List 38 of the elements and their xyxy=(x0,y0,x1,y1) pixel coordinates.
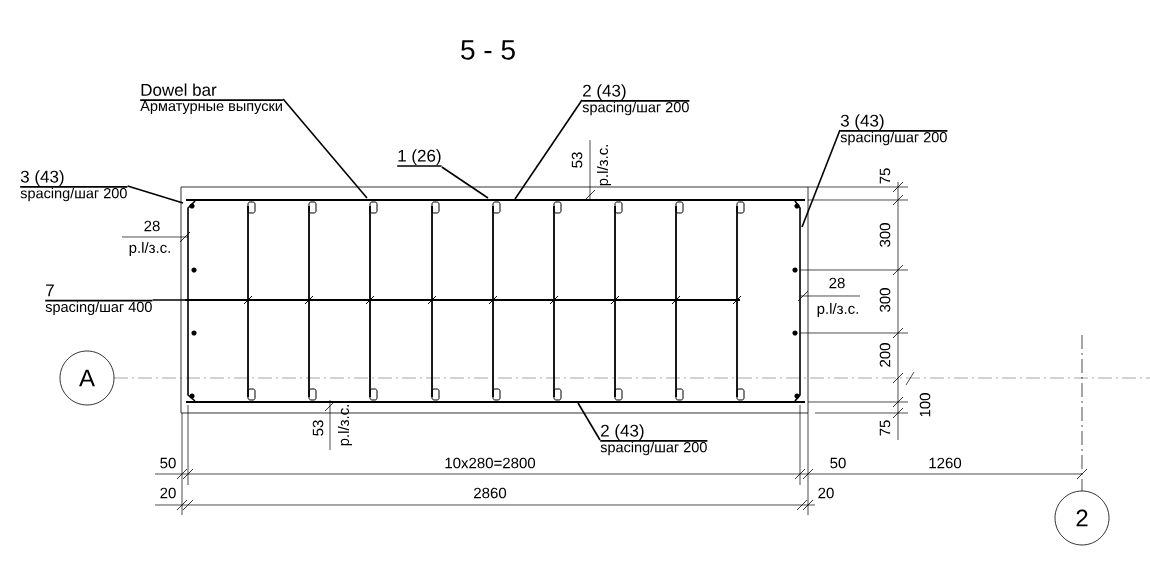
callout-label: 1 (26) xyxy=(396,149,443,167)
dimension-text: 100 xyxy=(919,393,931,417)
dimension-text: 200 xyxy=(879,343,891,367)
leader-line xyxy=(801,129,841,228)
dimension-text: 1260 xyxy=(929,457,962,469)
callout-label: 2 (43) spacing/шаг 200 xyxy=(599,424,709,456)
callout-label: 7 spacing/шаг 400 xyxy=(44,284,154,315)
leader-line xyxy=(577,402,601,441)
dimension-text: 20 xyxy=(818,487,834,499)
dimension-text: p.l/з.с. xyxy=(817,303,858,317)
dimension-text: 28 xyxy=(829,277,845,289)
leader-line xyxy=(514,99,583,200)
callout-label: Dowel bar Арматурные выпуски xyxy=(139,83,284,114)
dimension-text: 10x280=2800 xyxy=(445,457,536,469)
axis-bubble: A xyxy=(59,350,115,406)
dimension-text: 53 xyxy=(312,420,324,436)
section-title: 5 - 5 xyxy=(461,40,515,60)
dimension-text: p.l/з.с. xyxy=(338,405,352,446)
dimension-text: 50 xyxy=(830,457,846,469)
callout-label: 2 (43) spacing/шаг 200 xyxy=(581,84,691,116)
callout-label: 3 (43) spacing/шаг 200 xyxy=(19,170,129,202)
dimension-text: 2860 xyxy=(474,487,507,499)
dimension-text: 75 xyxy=(879,168,891,184)
dimension-text: p.l/з.с. xyxy=(597,145,611,186)
dimension-text: p.l/з.с. xyxy=(129,242,170,256)
dimension-text: 28 xyxy=(144,220,160,232)
axis-bubble: 2 xyxy=(1054,490,1110,546)
leader-line xyxy=(282,98,368,199)
dimension-text: 50 xyxy=(160,457,176,469)
dimension-text: 300 xyxy=(879,288,891,312)
dimension-text: 300 xyxy=(879,223,891,247)
callout-label: 3 (43) spacing/шаг 200 xyxy=(839,114,949,146)
dimension-text: 20 xyxy=(160,487,176,499)
dimension-text: 53 xyxy=(571,152,583,168)
leader-line xyxy=(126,185,184,204)
dimension-text: 75 xyxy=(879,420,891,436)
leader-line xyxy=(441,166,489,199)
leader-line xyxy=(151,299,191,301)
